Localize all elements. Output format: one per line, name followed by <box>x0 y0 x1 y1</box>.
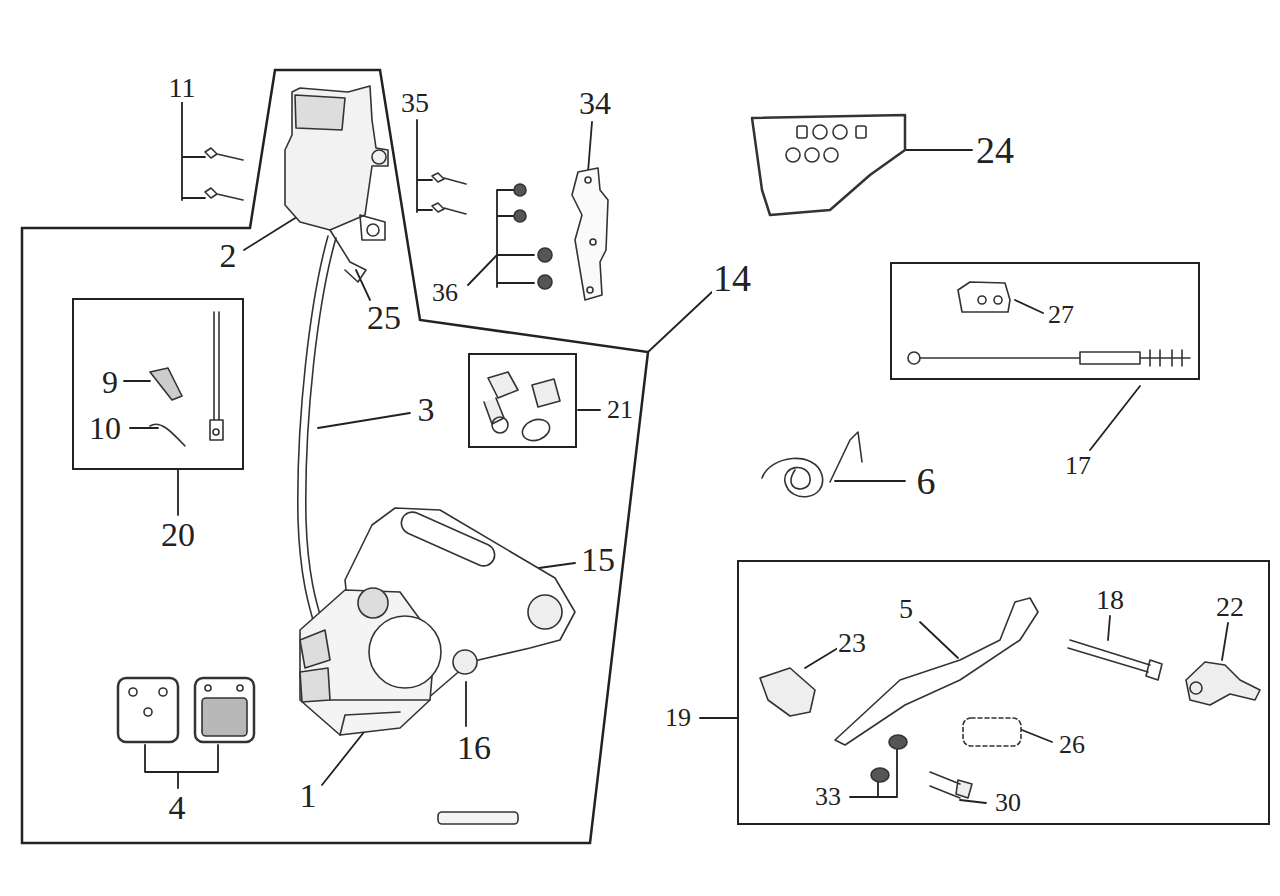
callout-number: 2 <box>219 239 238 273</box>
callout-number: 34 <box>578 87 612 119</box>
group-box: 2717 <box>890 262 1200 380</box>
callout-number: 3 <box>417 393 436 427</box>
group-box: 91020 <box>72 298 244 470</box>
callout-number: 11 <box>168 74 197 102</box>
callout-number: 22 <box>1215 593 1245 621</box>
callout-number: 15 <box>580 543 616 577</box>
callout-number: 6 <box>916 462 937 500</box>
group-box: 21 <box>468 353 577 448</box>
callout-number: 24 <box>975 131 1015 169</box>
callout-number: 35 <box>400 89 430 117</box>
callout-number: 17 <box>1064 453 1092 479</box>
callout-number: 18 <box>1095 586 1125 614</box>
callout-number: 27 <box>1047 302 1075 328</box>
group-box: 192351822263330 <box>737 560 1270 825</box>
callout-number: 23 <box>837 629 867 657</box>
assembly-outline-shape <box>22 70 648 843</box>
callout-number: 36 <box>431 280 459 306</box>
callout-number: 19 <box>664 705 692 731</box>
callout-number: 4 <box>168 791 187 825</box>
callout-number: 5 <box>898 595 914 623</box>
callout-number: 14 <box>712 259 752 297</box>
callout-number: 26 <box>1058 732 1086 758</box>
callout-number: 16 <box>456 731 492 765</box>
callout-number: 9 <box>101 366 119 398</box>
assembly-outline: 1422531516149102021 <box>22 70 648 843</box>
callout-number: 33 <box>814 784 842 810</box>
callout-number: 20 <box>160 518 196 552</box>
callout-number: 25 <box>366 301 402 335</box>
callout-number: 1 <box>299 779 318 813</box>
callout-number: 21 <box>606 397 634 423</box>
callout-number: 30 <box>994 790 1022 816</box>
callout-number: 10 <box>88 412 122 444</box>
